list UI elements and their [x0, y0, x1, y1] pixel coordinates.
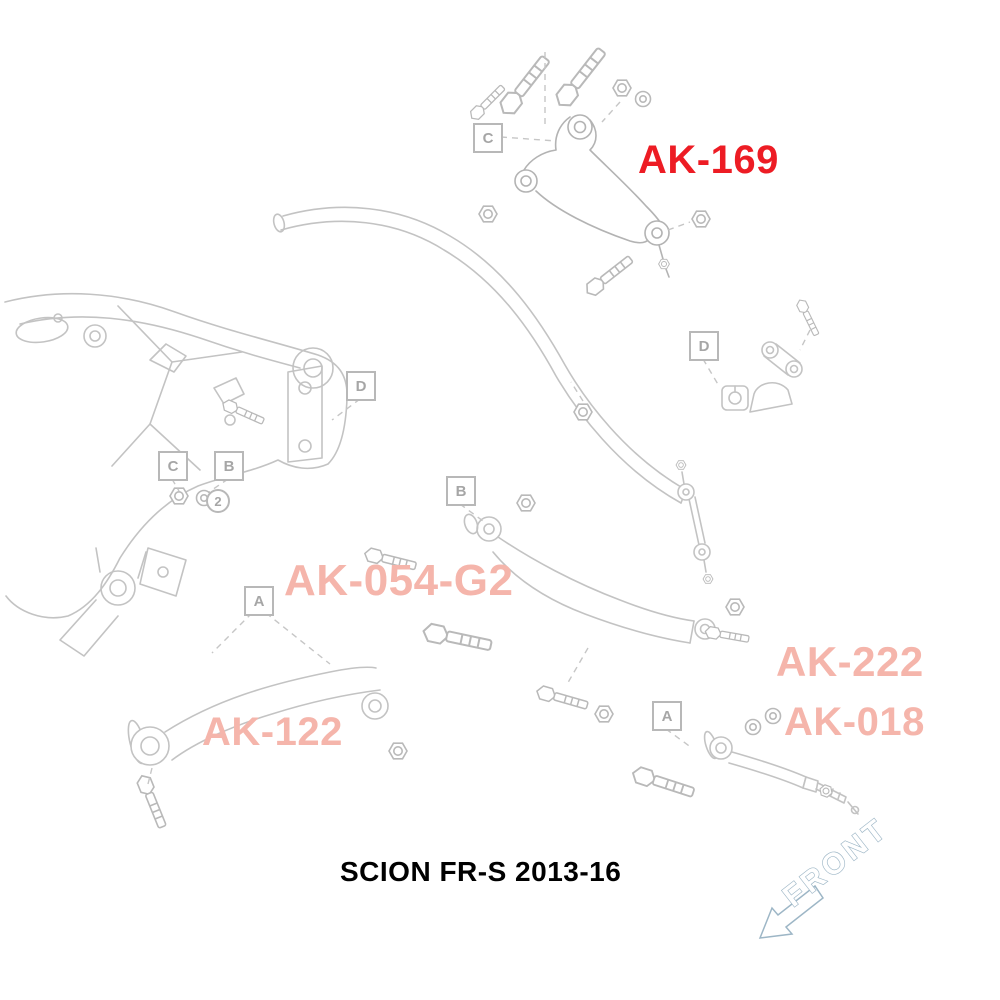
part-label-ak122: AK-122: [202, 710, 343, 754]
callout-box-a-toe-arm: A: [652, 701, 682, 731]
circled-number-marker: 2: [206, 489, 230, 513]
callout-box-c-left: C: [158, 451, 188, 481]
trailing-arm: [127, 666, 389, 766]
callout-box-d-subframe: D: [346, 371, 376, 401]
callout-box-d-sway-bar: D: [689, 331, 719, 361]
callout-box-b-lower-arm: B: [446, 476, 476, 506]
part-label-ak169: AK-169: [638, 138, 779, 182]
callout-box-a-trailing: A: [244, 586, 274, 616]
front-arrow-icon: [758, 884, 825, 939]
part-label-ak054-g2: AK-054-G2: [284, 556, 514, 605]
leader-lines: [147, 52, 811, 785]
sway-bar: [272, 206, 687, 504]
front-label: FRONT: [777, 812, 895, 914]
vehicle-caption: SCION FR-S 2013-16: [340, 856, 622, 887]
callout-box-c-upper-arm: C: [473, 123, 503, 153]
sway-bar-end-link: [677, 471, 711, 573]
part-label-ak018: AK-018: [784, 700, 925, 744]
part-label-ak222: AK-222: [776, 638, 924, 685]
sway-bar-bushing-bracket: [721, 341, 803, 413]
callout-box-b-left: B: [214, 451, 244, 481]
front-direction-marker: FRONT: [758, 811, 895, 939]
upper-control-arm: [514, 114, 670, 278]
